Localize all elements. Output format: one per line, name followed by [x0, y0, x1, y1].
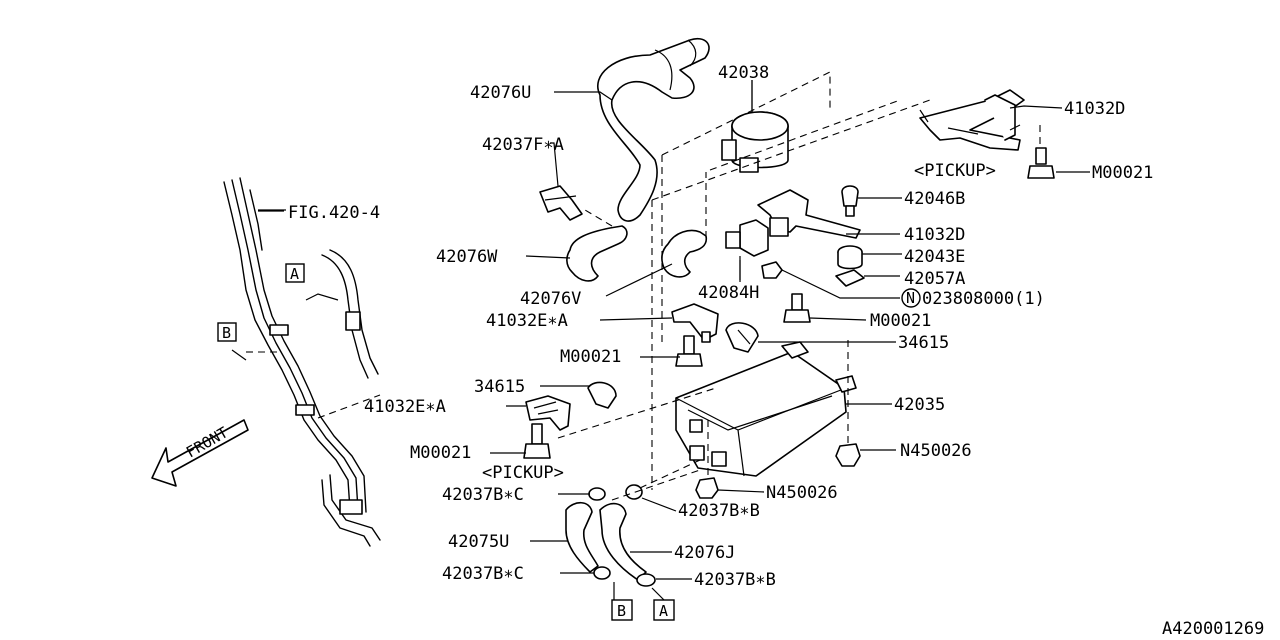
label-M00021-left: M00021 — [560, 347, 621, 367]
label-34615-right: 34615 — [898, 333, 949, 353]
fuel-line-assembly — [223, 177, 381, 547]
clamp-42037BC-top — [588, 487, 606, 501]
n-circle-badge — [901, 288, 921, 308]
label-41032EA-top: 41032E∗A — [486, 311, 568, 331]
grommet-42046B — [841, 185, 859, 217]
valve-42038 — [721, 80, 789, 173]
label-N450026-right: N450026 — [900, 441, 972, 461]
label-42076U: 42076U — [470, 83, 531, 103]
label-pickup-top: <PICKUP> — [914, 161, 996, 181]
label-42037BB-bottom: 42037B∗B — [694, 570, 776, 590]
leader-lines — [258, 80, 1090, 580]
hose-42076W — [566, 225, 628, 282]
label-42038: 42038 — [718, 63, 769, 83]
bolt-M00021-left — [675, 335, 703, 367]
label-N450026-mid: N450026 — [766, 483, 838, 503]
washer-42057A — [835, 269, 865, 287]
clip-34615-right — [725, 322, 759, 353]
ref-b-bottom-label: B — [617, 602, 626, 620]
label-42037FA: 42037F∗A — [482, 135, 564, 155]
bolt-M00021-top — [1027, 147, 1055, 179]
label-M00021-bottom: M00021 — [410, 443, 471, 463]
nut-N450026-mid — [695, 477, 719, 499]
label-42037BC-top: 42037B∗C — [442, 485, 524, 505]
ref-a-bottom-label: A — [659, 602, 668, 620]
ref-b-small-label: B — [222, 324, 231, 342]
ref-box-b-small — [217, 322, 237, 342]
label-34615-left: 34615 — [474, 377, 525, 397]
label-42076V: 42076V — [520, 289, 581, 309]
label-M00021-top: M00021 — [1092, 163, 1153, 183]
clamp-42037BC-bottom — [593, 566, 611, 580]
clamp-42037BB-bottom — [636, 573, 656, 587]
bracket-41032EA-top — [671, 303, 719, 343]
label-41032D-top: 41032D — [1064, 99, 1125, 119]
label-42035: 42035 — [894, 395, 945, 415]
bracket-41032EA-left — [525, 395, 571, 431]
label-fig420-4: FIG.420-4 — [288, 203, 380, 223]
label-42076J: 42076J — [674, 543, 735, 563]
nut-023808000 — [761, 261, 783, 279]
ref-a-small-label: A — [290, 265, 299, 283]
ref-box-a-bottom — [653, 599, 675, 621]
label-41032D-mid: 41032D — [904, 225, 965, 245]
label-023808000: 023808000(1) — [922, 289, 1045, 309]
canister-42035 — [675, 341, 857, 477]
n-circle-label: N — [906, 289, 915, 307]
label-pickup-bottom: <PICKUP> — [482, 463, 564, 483]
ref-box-b-bottom — [611, 599, 633, 621]
hose-42075U — [565, 501, 599, 573]
hose-42076V — [661, 229, 708, 278]
label-42037BC-bottom: 42037B∗C — [442, 564, 524, 584]
front-arrow: FRONT — [151, 419, 249, 487]
bracket-41032D-mid — [757, 189, 861, 239]
label-42043E: 42043E — [904, 247, 965, 267]
nut-N450026-right — [835, 443, 861, 467]
label-42037BB-top: 42037B∗B — [678, 501, 760, 521]
cushion-42043E — [837, 245, 863, 270]
label-M00021-mid: M00021 — [870, 311, 931, 331]
label-42057A: 42057A — [904, 269, 965, 289]
label-42084H: 42084H — [698, 283, 759, 303]
bolt-M00021-mid — [783, 293, 811, 323]
label-41032EA-left: 41032E∗A — [364, 397, 446, 417]
hose-42076U — [597, 38, 710, 222]
clamp-42037BB-top — [625, 484, 643, 500]
diagram-id: A420001269 — [1162, 619, 1264, 639]
ref-box-a-small — [285, 263, 305, 283]
actuator-42084H — [725, 219, 769, 282]
label-42046B: 42046B — [904, 189, 965, 209]
clip-34615-left — [587, 381, 617, 409]
clip-42037FA — [539, 185, 583, 221]
hose-42076J — [599, 502, 647, 581]
bracket-41032D-top — [919, 89, 1025, 151]
label-42075U: 42075U — [448, 532, 509, 552]
front-label: FRONT — [183, 423, 231, 461]
label-42076W: 42076W — [436, 247, 498, 267]
bolt-M00021-bottom — [523, 423, 551, 459]
